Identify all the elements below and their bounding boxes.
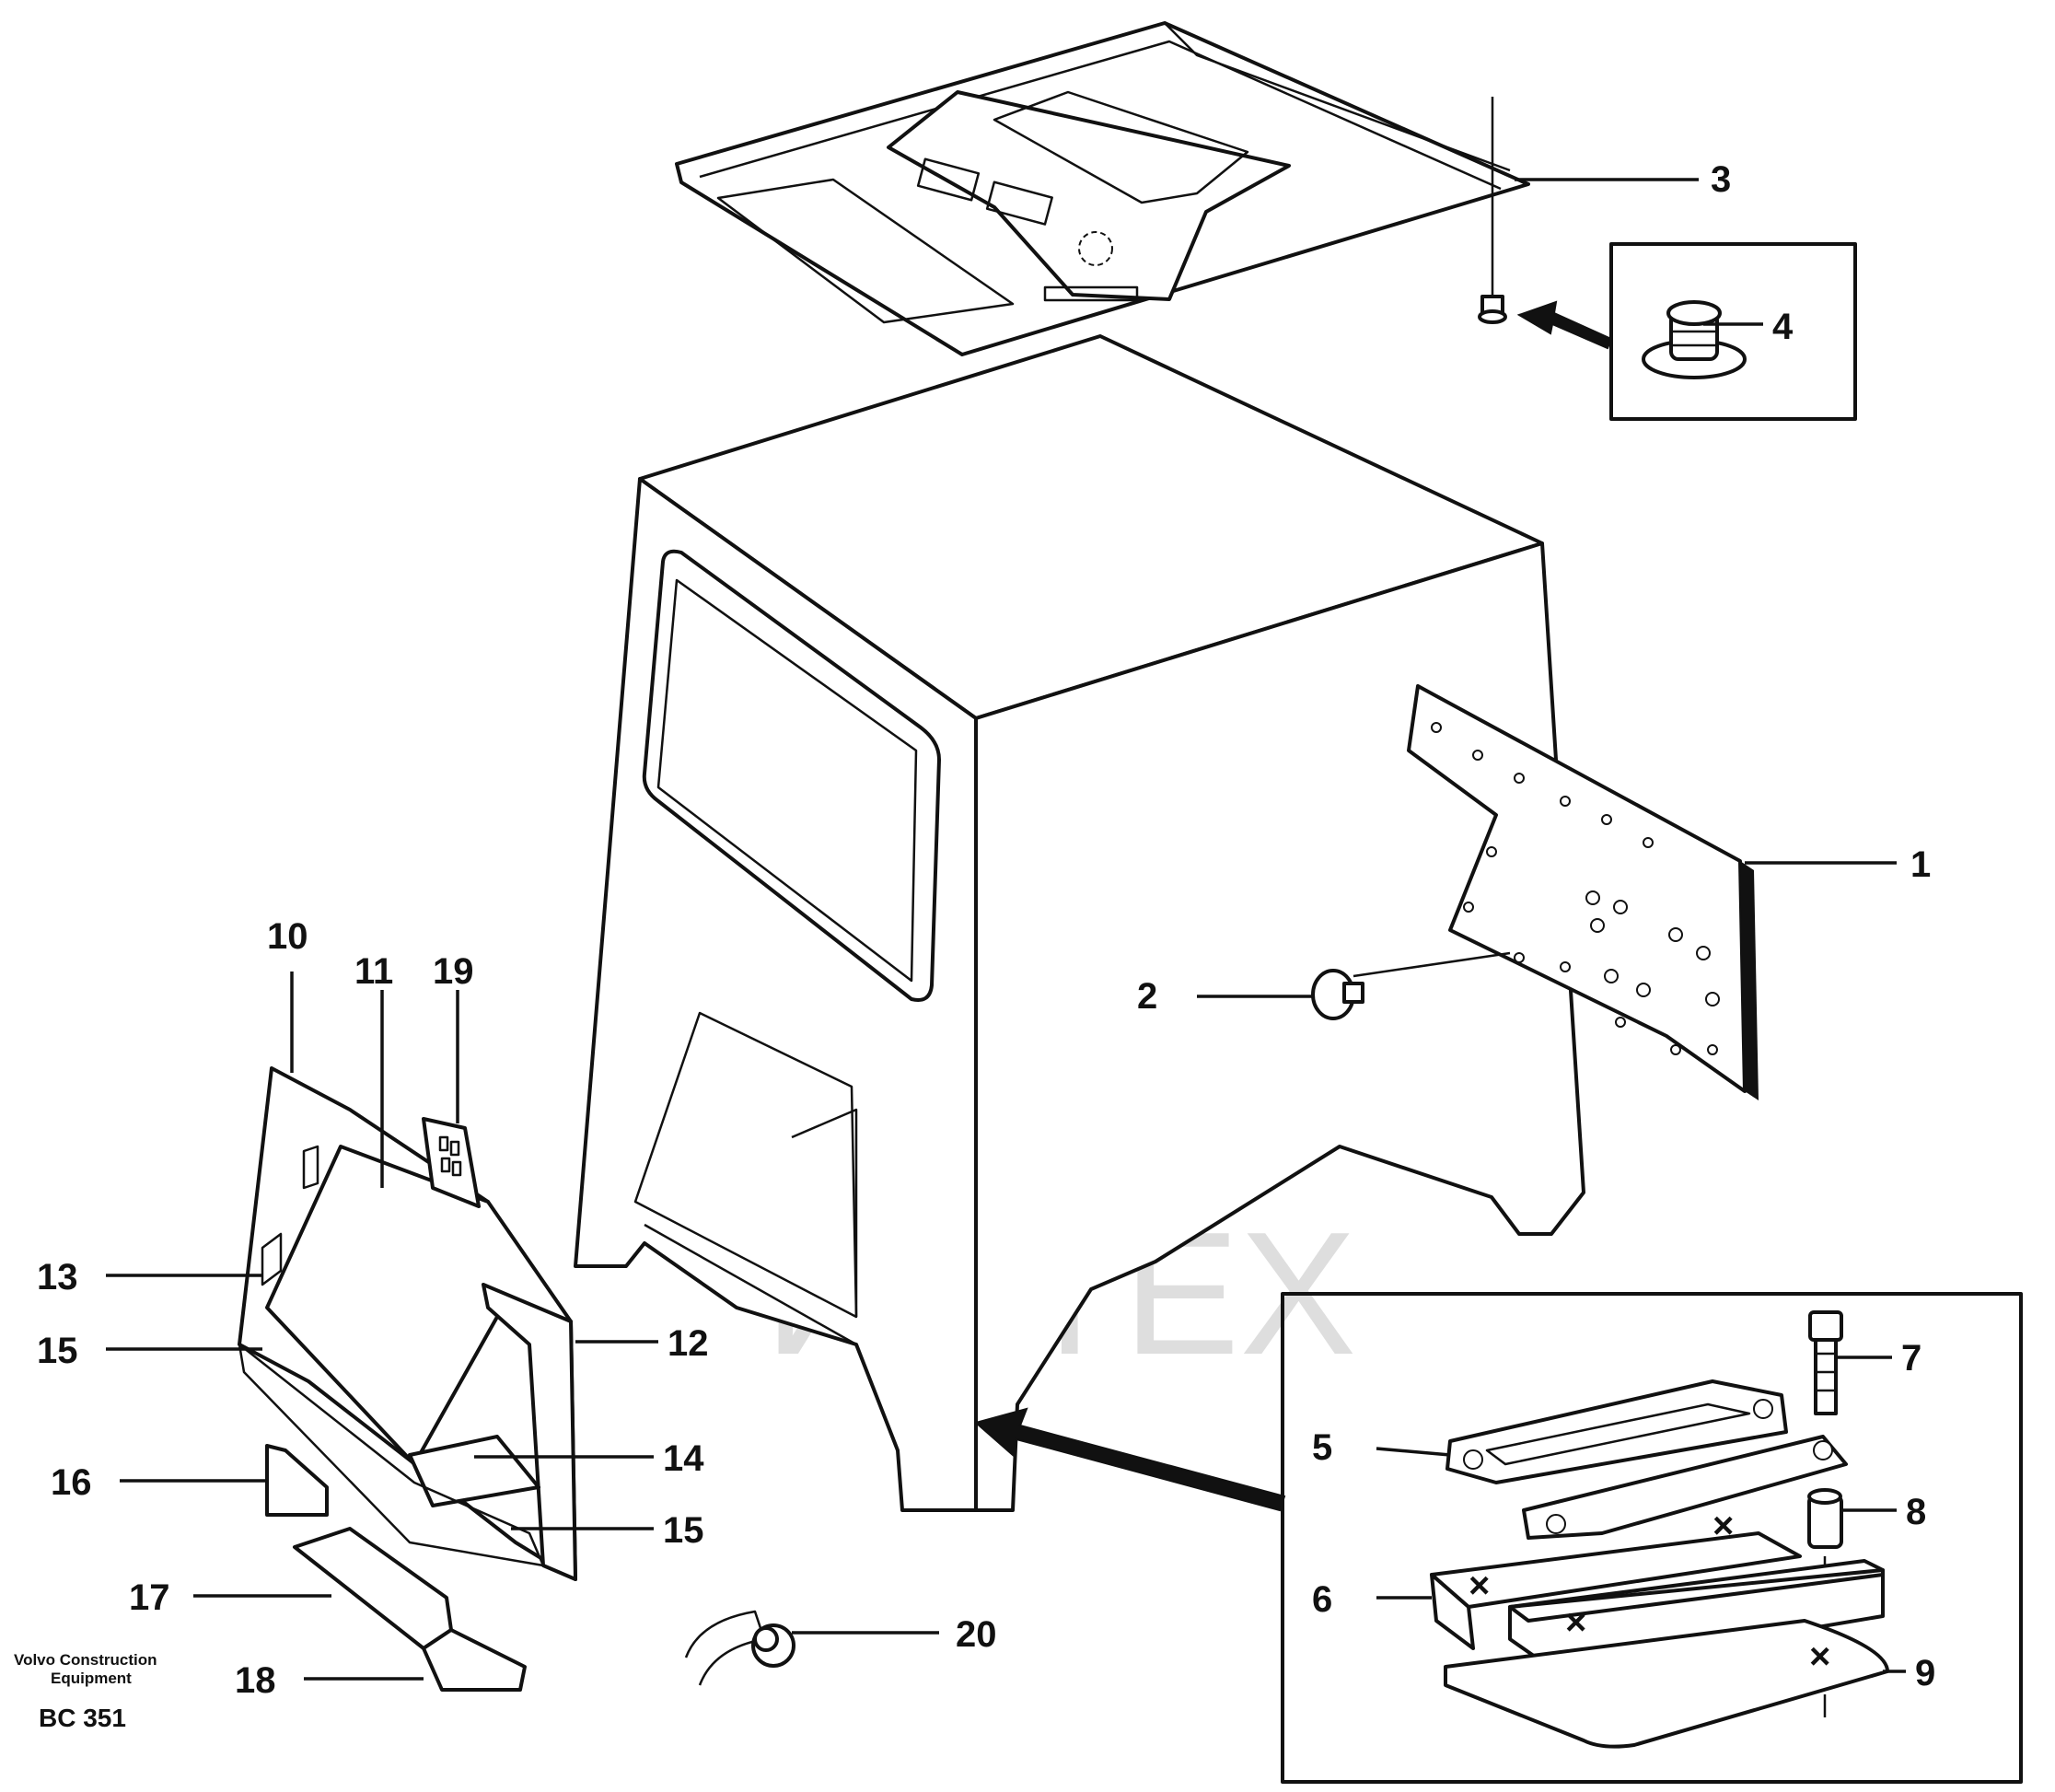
callout-4: 4 (1772, 307, 1794, 347)
callout-2: 2 (1137, 976, 1157, 1017)
callout-20: 20 (956, 1614, 997, 1655)
svg-text:×: × (1565, 1602, 1586, 1643)
callout-6: 6 (1312, 1579, 1332, 1620)
callout-7: 7 (1901, 1338, 1921, 1379)
detail-box-parts-5-9: × × × × (1281, 1292, 2023, 1784)
callout-8: 8 (1906, 1492, 1926, 1532)
company-name-line2: Equipment (51, 1670, 132, 1687)
callout-3: 3 (1711, 159, 1731, 200)
callout-15-left: 15 (37, 1331, 78, 1371)
part-4-small-plug (1478, 97, 1507, 324)
part-4-arrow (1516, 300, 1613, 350)
callout-5: 5 (1312, 1427, 1332, 1468)
callout-15-right: 15 (663, 1510, 704, 1551)
part-19-grid-cover (422, 1117, 481, 1208)
svg-text:×: × (1712, 1506, 1734, 1546)
callout-9: 9 (1915, 1653, 1935, 1693)
part-4-detail-box (1609, 242, 1857, 421)
callout-11: 11 (354, 951, 393, 992)
front-console-assembly (238, 1066, 577, 1692)
svg-text:×: × (1469, 1565, 1490, 1606)
callout-13: 13 (37, 1257, 78, 1297)
knob-part-2 (1311, 951, 1511, 1020)
svg-text:×: × (1809, 1636, 1830, 1677)
callout-18: 18 (235, 1660, 276, 1701)
side-panel (1407, 684, 1759, 1100)
company-name-line1: Volvo Construction (14, 1651, 157, 1669)
callout-12: 12 (668, 1323, 709, 1364)
callout-1: 1 (1910, 844, 1931, 885)
leader-lines (106, 178, 1906, 1681)
cab-body (574, 334, 1585, 1512)
detail-arrow (973, 1407, 1286, 1512)
callout-14: 14 (663, 1438, 704, 1479)
callout-10: 10 (267, 916, 308, 957)
part-20-clip (684, 1610, 795, 1686)
roof-panel (675, 21, 1530, 356)
drawing-code: BC 351 (39, 1704, 126, 1732)
callout-17: 17 (129, 1577, 170, 1618)
callout-19: 19 (433, 951, 474, 992)
callout-16: 16 (51, 1462, 92, 1503)
